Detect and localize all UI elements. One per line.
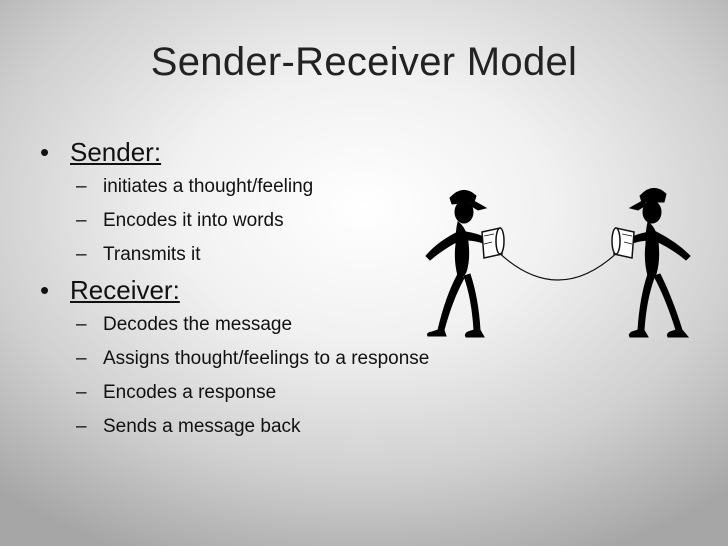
receiver-item-text: Decodes the message [103, 314, 293, 335]
receiver-heading-text: Receiver: [70, 275, 180, 305]
dash-icon: – [76, 416, 87, 437]
sender-item-text: Transmits it [103, 244, 201, 265]
receiver-item: – Encodes a response [38, 376, 508, 410]
receiver-heading: • Receiver: [38, 272, 508, 308]
receiver-item: – Assigns thought/feelings to a response [38, 342, 508, 376]
receiver-item-text: Sends a message back [103, 416, 301, 437]
sender-item-text: Encodes it into words [103, 210, 284, 231]
receiver-item-text: Assigns thought/feelings to a response [103, 348, 430, 369]
left-can-icon [481, 227, 505, 259]
bullet-icon: • [40, 275, 50, 305]
bullet-icon: • [40, 137, 50, 167]
dash-icon: – [76, 314, 87, 335]
dash-icon: – [76, 176, 87, 197]
receiver-item-text: Encodes a response [103, 382, 277, 403]
bullet-list: • Sender: – initiates a thought/feeling … [38, 134, 508, 444]
dash-icon: – [76, 382, 87, 403]
dash-icon: – [76, 348, 87, 369]
dash-icon: – [76, 244, 87, 265]
slide-title: Sender-Receiver Model [150, 40, 578, 84]
sender-item-text: initiates a thought/feeling [103, 176, 314, 197]
sender-heading-text: Sender: [70, 137, 162, 167]
sender-heading: • Sender: [38, 134, 508, 170]
string-line [493, 247, 623, 281]
left-stick-figure [425, 190, 488, 338]
sender-item: – initiates a thought/feeling [38, 170, 508, 204]
right-can-icon [611, 227, 635, 259]
receiver-item: – Sends a message back [38, 410, 508, 444]
tin-can-telephone-illustration [425, 188, 691, 338]
dash-icon: – [76, 210, 87, 231]
receiver-item: – Decodes the message [38, 308, 508, 342]
sender-item: – Transmits it [38, 238, 508, 272]
right-stick-figure [628, 188, 691, 338]
sender-item: – Encodes it into words [38, 204, 508, 238]
